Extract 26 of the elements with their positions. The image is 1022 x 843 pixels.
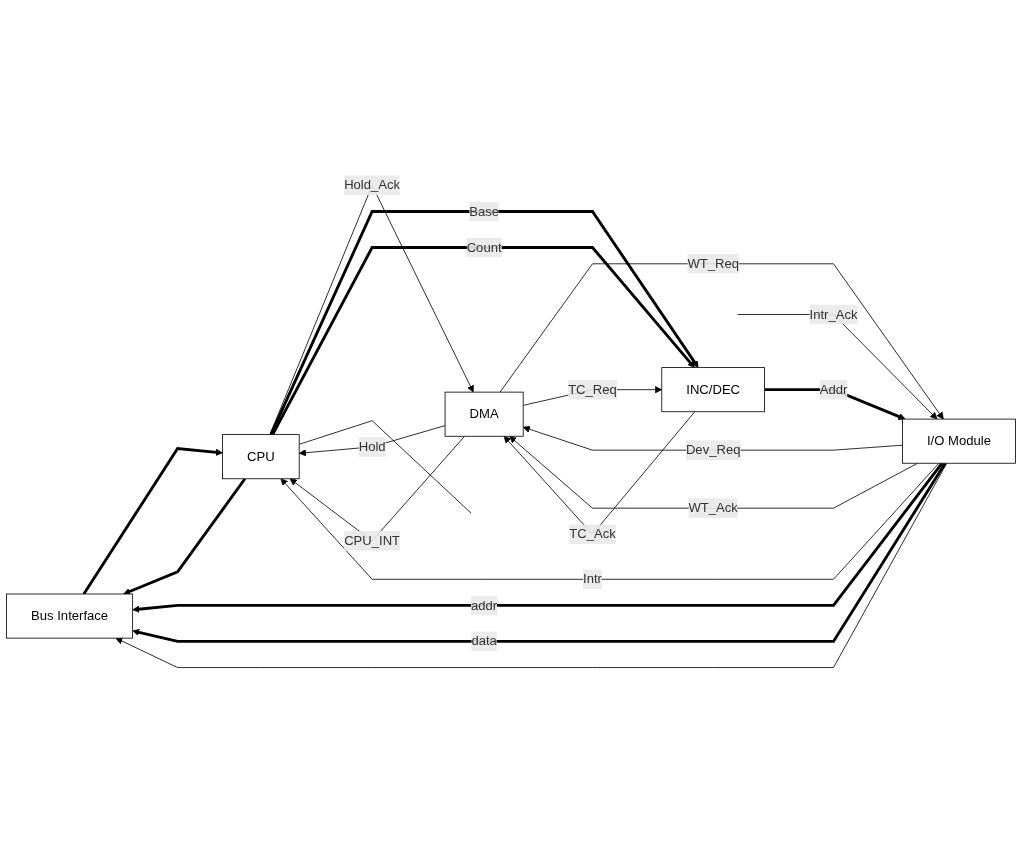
edge-label: Intr_Ack (809, 307, 858, 321)
edge-label: Dev_Req (685, 442, 741, 457)
edge-label: Base (469, 204, 500, 218)
arrow (269, 210, 699, 436)
edge-label: TC_Ack (569, 526, 616, 541)
edge-label: Count (466, 240, 502, 254)
arrow (132, 462, 944, 613)
node-box: CPU (222, 434, 300, 480)
edge-label: TC_Req (568, 382, 617, 397)
arrow (123, 477, 247, 595)
edge-label: CPU_INT (344, 533, 401, 548)
edge-label: data (471, 634, 497, 648)
node-box: I/O Module (902, 418, 1016, 464)
arrow (271, 246, 695, 436)
connector (298, 420, 472, 514)
edge-label: Hold (358, 439, 386, 454)
edge-label: Intr (583, 571, 602, 586)
edge-label: WT_Ack (688, 500, 738, 515)
edge-label: WT_Req (687, 256, 739, 271)
node-box: Bus Interface (6, 593, 134, 639)
node-box: INC/DEC (661, 367, 765, 413)
arrow (82, 446, 223, 595)
edge-label: Addr (819, 382, 848, 397)
node-box: DMA (444, 391, 524, 437)
edge-label: Hold_Ack (344, 177, 401, 192)
edge-label: addr (471, 598, 498, 612)
